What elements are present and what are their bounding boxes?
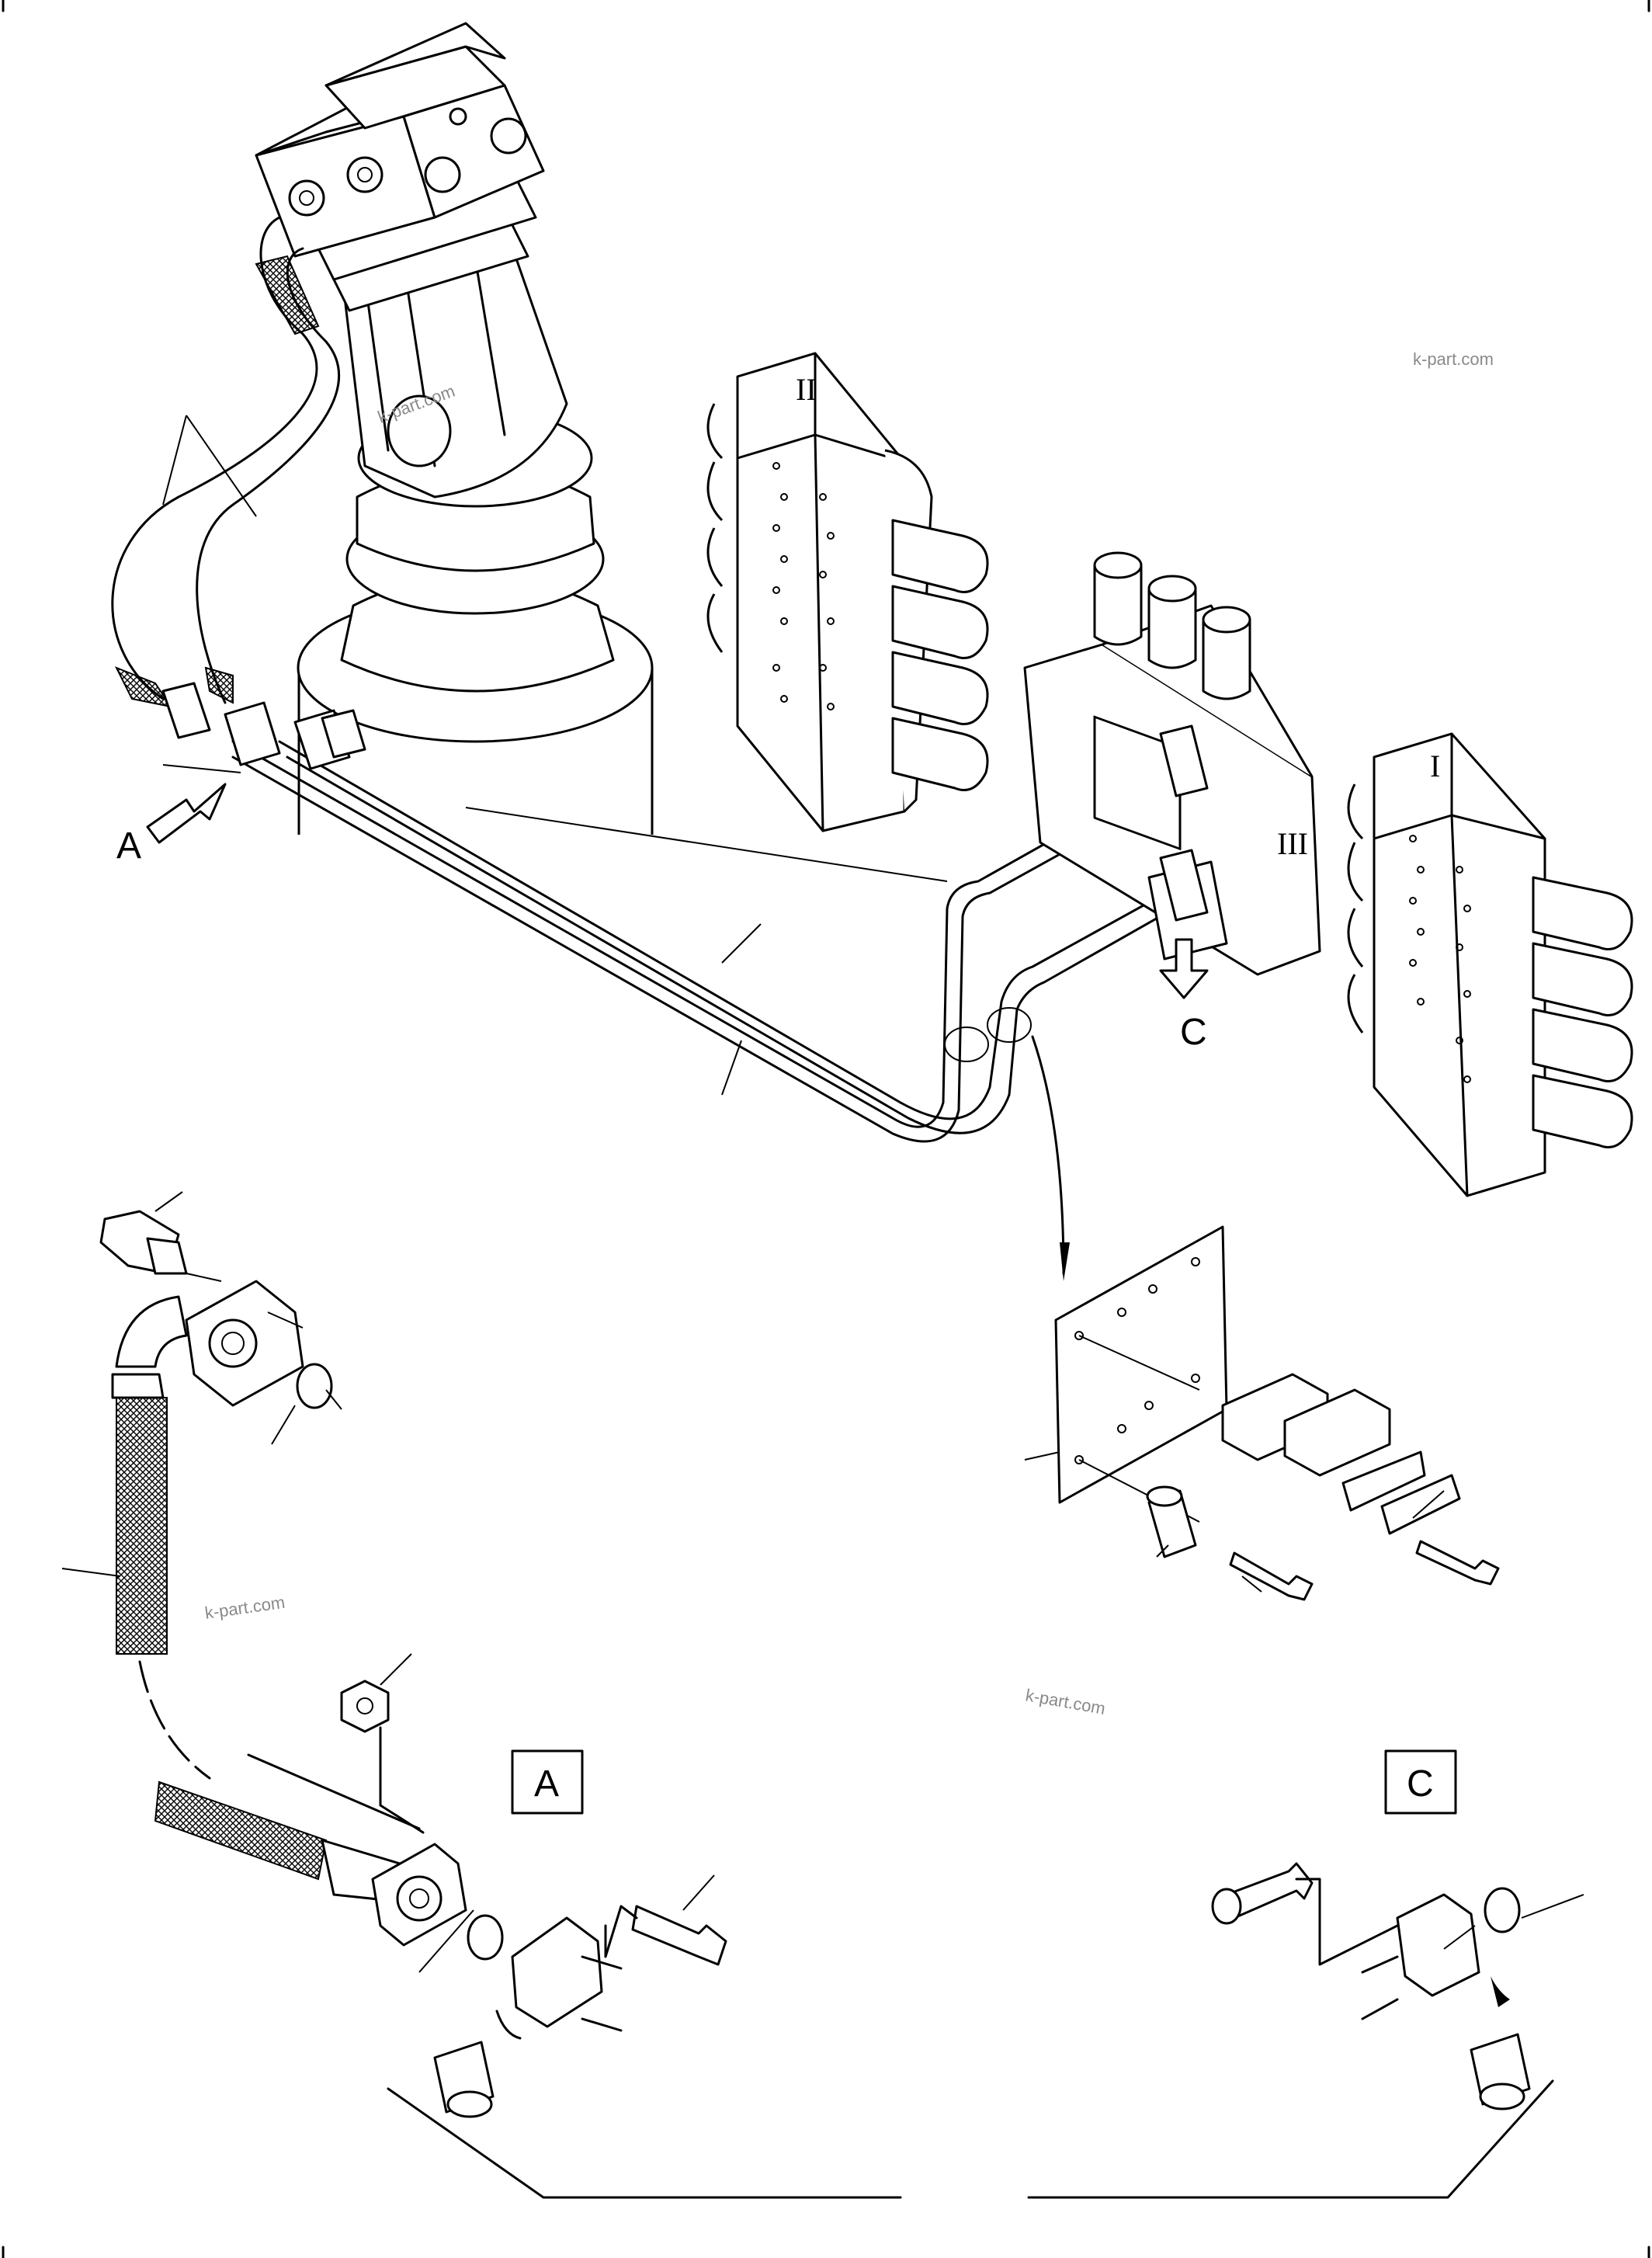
bracket-leader xyxy=(1031,1035,1065,1275)
valve-2-ports xyxy=(706,403,989,791)
control-valve-3 xyxy=(1023,551,1321,999)
tube-lines xyxy=(146,682,1189,1143)
valve-1-holes xyxy=(1409,835,1471,1083)
detail-c-label: C xyxy=(1407,1763,1434,1805)
swivel-joint-assembly xyxy=(255,22,654,835)
view-a-arrow-label: A xyxy=(116,825,141,867)
watermark-center: k-part.com xyxy=(1024,1685,1107,1718)
detail-a-box xyxy=(511,1749,584,1815)
detail-frame-lines xyxy=(387,2079,1554,2199)
view-c-arrow-label: C xyxy=(1180,1012,1207,1053)
valve-2-label: II xyxy=(796,372,817,407)
control-valve-1 xyxy=(1347,732,1633,1197)
valve-1-label: I xyxy=(1430,749,1440,783)
bracket-leader-arrow xyxy=(1060,1242,1070,1281)
valve-3-label: III xyxy=(1277,826,1308,861)
detail-a xyxy=(154,1653,727,2118)
detail-c-box xyxy=(1384,1749,1457,1815)
watermark-top-right: k-part.com xyxy=(1413,349,1494,369)
hose-lines xyxy=(111,216,341,708)
detail-c xyxy=(1211,1749,1584,2110)
valve-3-spools xyxy=(1093,551,1251,700)
mounting-bracket-exploded xyxy=(1024,1225,1500,1601)
hose-detail-left xyxy=(61,1191,342,1780)
watermark-left: k-part.com xyxy=(203,1593,286,1623)
detail-a-label: A xyxy=(534,1763,559,1805)
valve-3-flanges xyxy=(1159,724,1209,922)
valve-2-holes xyxy=(772,462,835,710)
control-valve-2 xyxy=(706,352,989,832)
valve-1-ports xyxy=(1347,783,1633,1148)
